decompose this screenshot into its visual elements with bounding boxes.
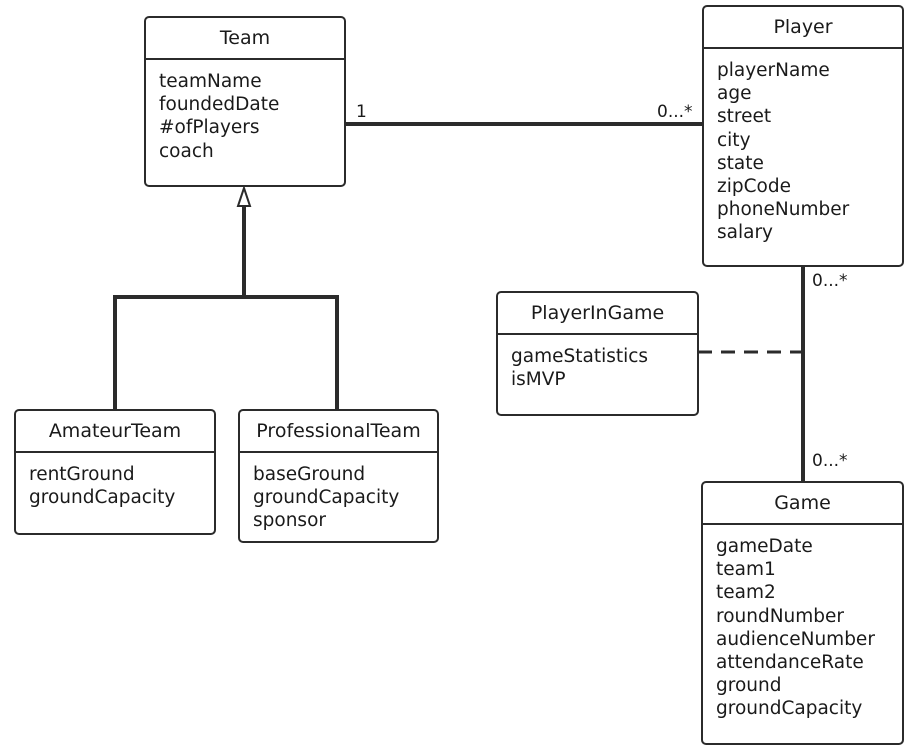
class-attribute: teamName	[159, 71, 262, 92]
class-attribute: state	[717, 152, 764, 174]
multiplicity-player-game-top: 0...*	[812, 271, 848, 291]
class-name: Game	[703, 483, 902, 525]
class-attribute: gameStatistics	[511, 346, 649, 367]
class-attribute: attendanceRate	[716, 652, 864, 674]
class-attribute: rentGround	[29, 464, 135, 485]
generalization-arrowhead	[236, 184, 252, 207]
class-attribute: baseGround	[253, 464, 366, 485]
class-attribute: phoneNumber	[717, 199, 850, 221]
class-attribute: zipCode	[717, 176, 791, 198]
class-attribute: age	[717, 83, 752, 105]
class-name: Team	[146, 18, 344, 60]
class-name: PlayerInGame	[498, 293, 697, 335]
class-name: Player	[704, 7, 902, 49]
class-attribute: groundCapacity	[253, 487, 400, 509]
class-attribute: isMVP	[511, 369, 566, 391]
class-attribute: groundCapacity	[29, 487, 176, 509]
class-attribute: groundCapacity	[716, 698, 863, 720]
class-attribute: street	[717, 106, 772, 128]
class-attribute: playerName	[717, 60, 830, 81]
class-attribute: coach	[159, 140, 214, 162]
generalization-connector	[113, 206, 339, 411]
class-attribute: #ofPlayers	[159, 117, 260, 139]
class-attribute: ground	[716, 675, 782, 697]
multiplicity-player-game-bottom: 0...*	[812, 451, 848, 471]
multiplicity-player-end: 0...*	[657, 102, 693, 122]
class-attribute: gameDate	[716, 536, 813, 557]
class-attribute: foundedDate	[159, 94, 280, 116]
class-attribute: sponsor	[253, 510, 326, 532]
class-name: ProfessionalTeam	[240, 411, 437, 453]
class-attribute: roundNumber	[716, 605, 845, 627]
class-attribute: salary	[717, 222, 774, 244]
class-attribute: team1	[716, 559, 776, 581]
class-attribute: city	[717, 129, 751, 151]
multiplicity-team-end: 1	[356, 102, 367, 122]
class-name: AmateurTeam	[16, 411, 214, 453]
class-attribute: team2	[716, 582, 776, 604]
class-attribute: audienceNumber	[716, 628, 875, 650]
